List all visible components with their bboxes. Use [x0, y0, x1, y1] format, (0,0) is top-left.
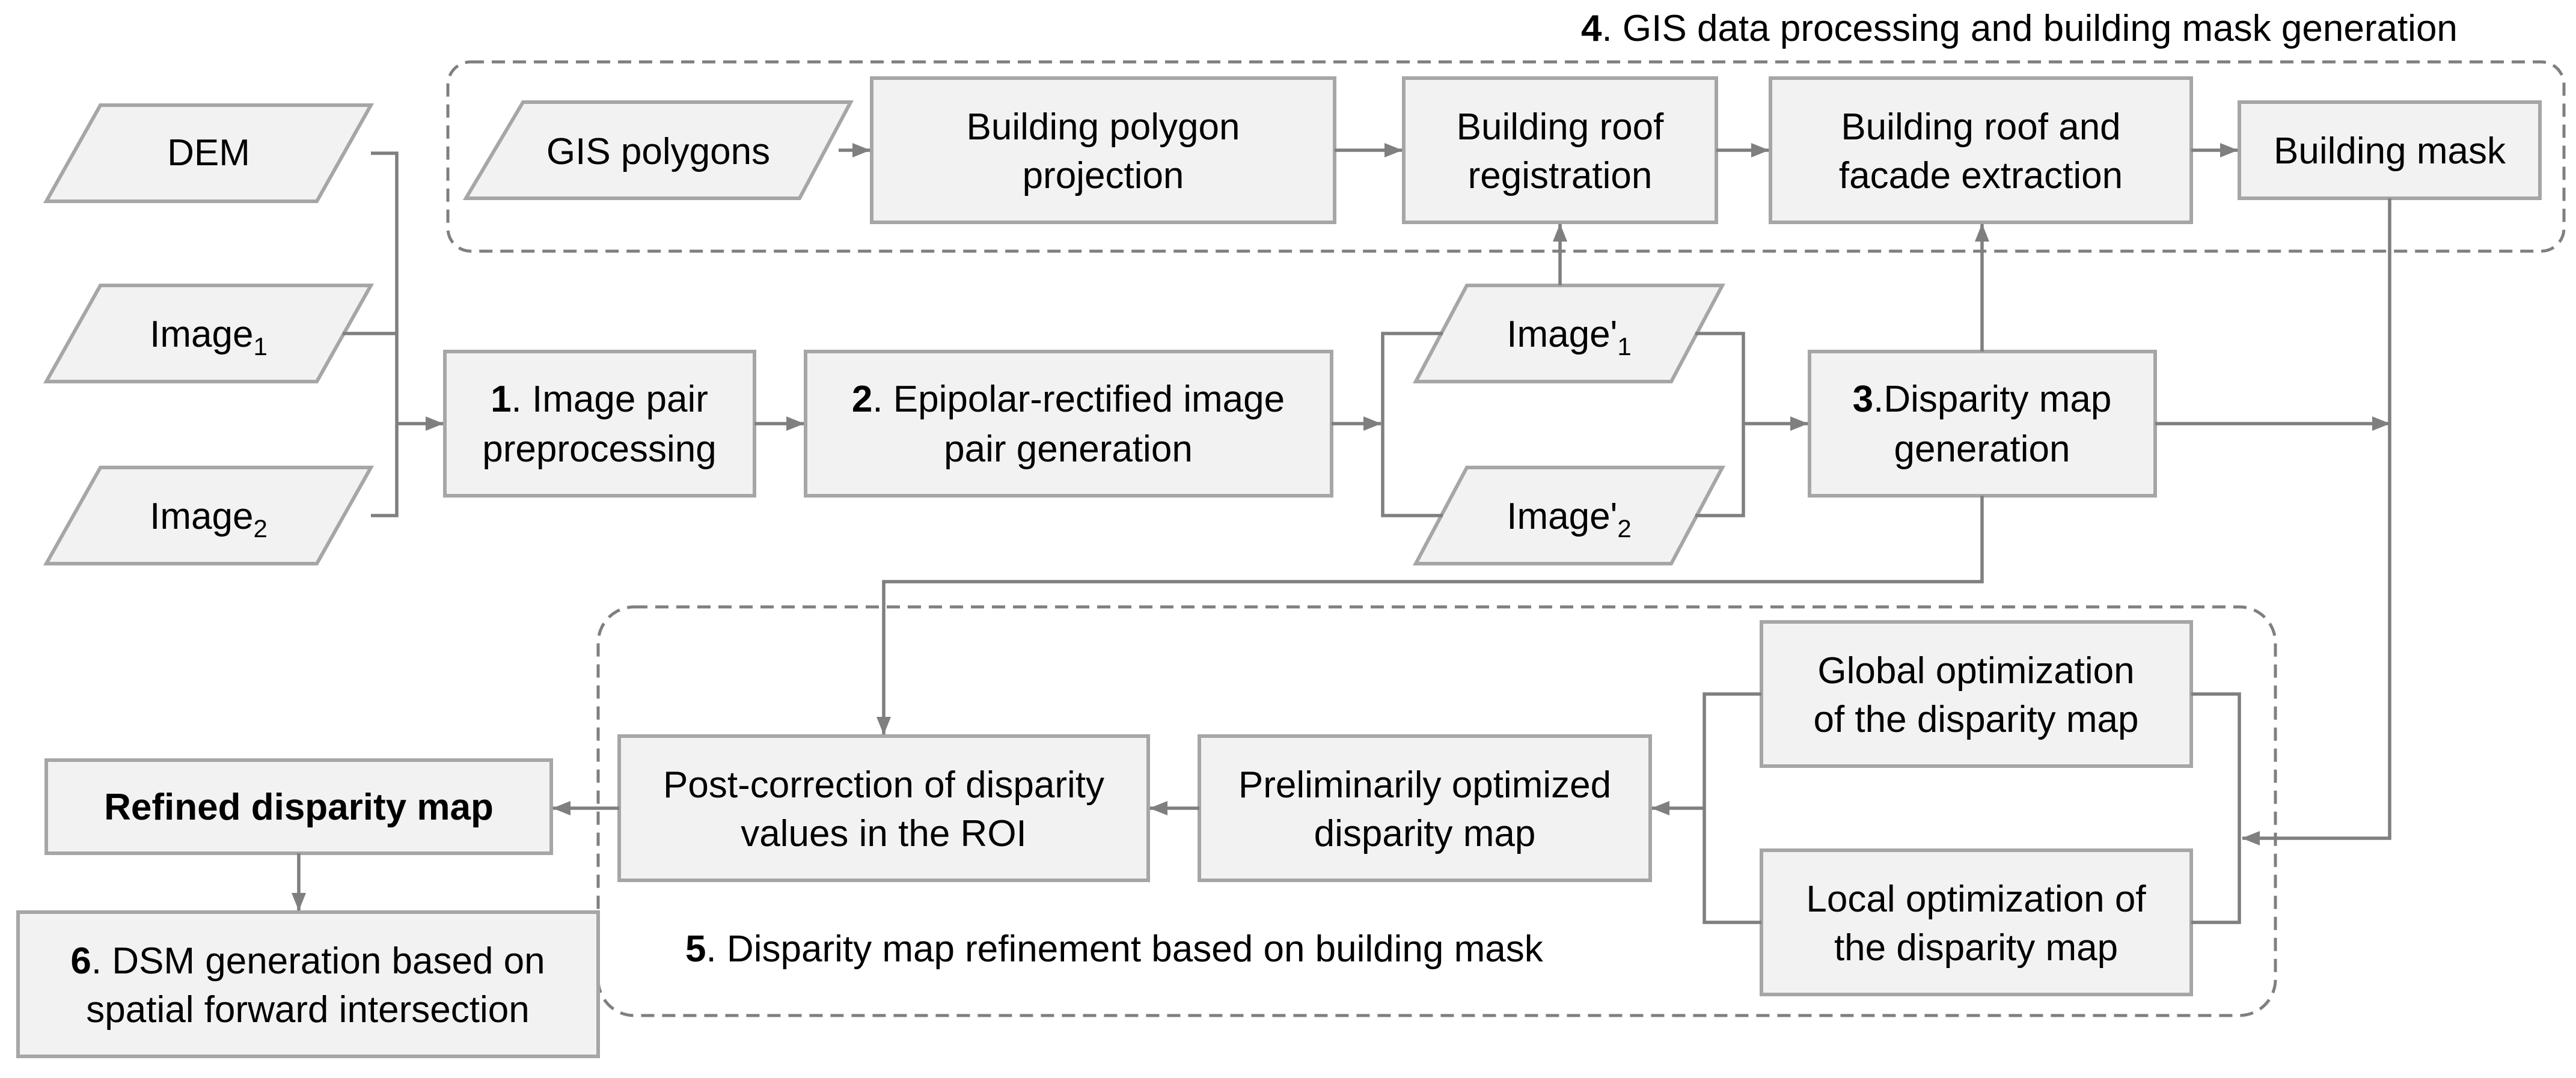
- connector-opt-right: [2191, 692, 2241, 924]
- svg-text:DEM: DEM: [167, 132, 250, 174]
- svg-text:preprocessing: preprocessing: [482, 428, 716, 470]
- step-3-disparity-generation: 3.Disparity map generation: [1808, 350, 2157, 498]
- svg-text:values in the ROI: values in the ROI: [741, 813, 1027, 854]
- box-refined-disparity-map: Refined disparity map: [44, 758, 553, 855]
- svg-text:of the disparity map: of the disparity map: [1813, 699, 2138, 740]
- connector-pair-left: [1381, 332, 1443, 517]
- group-disparity-refinement: [596, 605, 2277, 1017]
- svg-text:Global optimization: Global optimization: [1817, 650, 2134, 692]
- svg-text:Image2: Image2: [150, 496, 268, 543]
- svg-text:Preliminarily optimized: Preliminarily optimized: [1238, 764, 1611, 806]
- svg-text:the disparity map: the disparity map: [1834, 927, 2118, 969]
- box-roof-registration: Building roof registration: [1402, 76, 1718, 224]
- box-building-mask: Building mask: [2238, 100, 2542, 200]
- svg-text:Local optimization of: Local optimization of: [1806, 879, 2146, 920]
- input-image2: Image2: [43, 466, 375, 565]
- svg-text:Building mask: Building mask: [2274, 130, 2506, 172]
- svg-text:GIS polygons: GIS polygons: [546, 131, 770, 172]
- input-image1: Image1: [43, 284, 375, 383]
- group-refine-title: 5. Disparity map refinement based on bui…: [685, 928, 1544, 970]
- connector-opt-left: [1703, 692, 1761, 924]
- svg-text:Image'2: Image'2: [1507, 496, 1632, 543]
- input-dem: DEM: [43, 103, 375, 203]
- step-1-preprocessing: 1. Image pair preprocessing: [443, 350, 756, 498]
- svg-text:6. DSM generation based on: 6. DSM generation based on: [70, 940, 545, 982]
- svg-text:Image1: Image1: [150, 314, 268, 361]
- svg-text:pair generation: pair generation: [944, 428, 1193, 470]
- svg-text:2. Epipolar-rectified image: 2. Epipolar-rectified image: [852, 379, 1285, 420]
- svg-text:Refined disparity map: Refined disparity map: [104, 787, 494, 828]
- svg-text:Post-correction of disparity: Post-correction of disparity: [663, 764, 1104, 806]
- box-roof-facade-extraction: Building roof and facade extraction: [1769, 76, 2193, 224]
- group-gis-processing: [446, 60, 2566, 253]
- box-preliminary-optimized: Preliminarily optimized disparity map: [1198, 734, 1652, 882]
- rectified-image2: Image'2: [1413, 466, 1725, 565]
- svg-text:projection: projection: [1023, 155, 1184, 196]
- group-gis-title: 4. GIS data processing and building mask…: [1581, 8, 2458, 49]
- input-gis-polygons: GIS polygons: [462, 100, 854, 200]
- box-post-correction: Post-correction of disparity values in t…: [617, 734, 1150, 882]
- svg-text:facade extraction: facade extraction: [1839, 155, 2123, 196]
- svg-text:registration: registration: [1468, 155, 1653, 196]
- svg-text:disparity map: disparity map: [1314, 813, 1536, 854]
- svg-text:3.Disparity map: 3.Disparity map: [1853, 379, 2112, 420]
- box-local-optimization: Local optimization of the disparity map: [1760, 848, 2193, 996]
- arrow-mask-to-refinement: [2242, 198, 2391, 845]
- box-global-optimization: Global optimization of the disparity map: [1760, 620, 2193, 768]
- connectors: [292, 143, 2391, 924]
- svg-text:1. Image pair: 1. Image pair: [491, 379, 708, 420]
- rectified-image1: Image'1: [1413, 284, 1725, 383]
- step-6-dsm-generation: 6. DSM generation based on spatial forwa…: [16, 910, 600, 1058]
- step-2-epipolar-rectification: 2. Epipolar-rectified image pair generat…: [804, 350, 1333, 498]
- svg-text:spatial forward intersection: spatial forward intersection: [86, 989, 529, 1031]
- box-polygon-projection: Building polygon projection: [870, 76, 1336, 224]
- svg-text:generation: generation: [1894, 428, 2070, 470]
- svg-text:Building polygon: Building polygon: [966, 106, 1240, 148]
- svg-text:Building roof: Building roof: [1457, 106, 1664, 148]
- arrow-step3-to-post-correction: [877, 496, 1984, 735]
- svg-text:Image'1: Image'1: [1507, 314, 1632, 361]
- svg-text:Building roof and: Building roof and: [1841, 106, 2120, 148]
